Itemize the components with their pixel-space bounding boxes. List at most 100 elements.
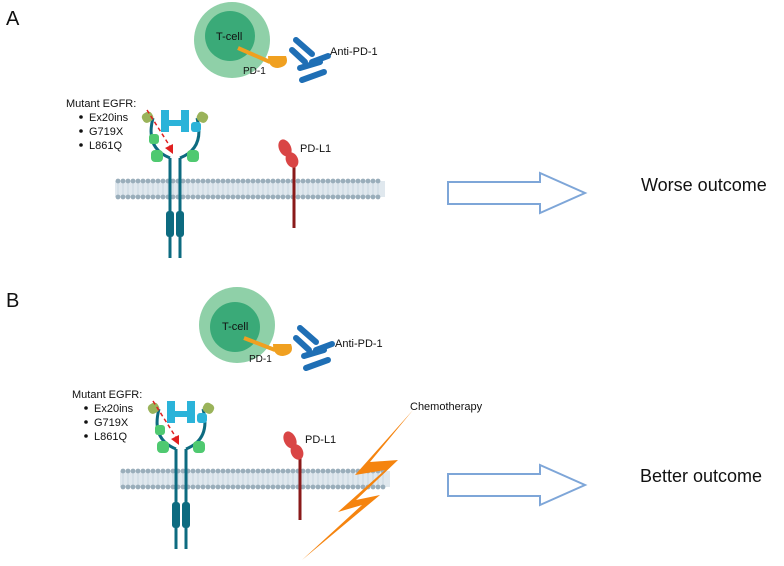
pd-l1-head-lower [290, 444, 304, 460]
lipid-head [230, 468, 236, 474]
lipid-head [190, 484, 196, 490]
lipid-head [340, 178, 346, 184]
lipid-head [360, 178, 366, 184]
lipid-head [115, 194, 121, 200]
lipid-head [260, 178, 266, 184]
lipid-head [320, 468, 326, 474]
bullet [84, 406, 88, 410]
pd-l1-head-upper [283, 431, 297, 449]
lipid-head [340, 484, 346, 490]
egfr-kinase-domain [182, 502, 190, 528]
lipid-head [320, 484, 326, 490]
chemotherapy-label: Chemotherapy [410, 401, 483, 413]
lipid-head [220, 178, 226, 184]
lipid-head [275, 178, 281, 184]
lipid-head [330, 484, 336, 490]
lipid-head [135, 178, 141, 184]
lipid-head [205, 194, 211, 200]
lipid-head [280, 194, 286, 200]
lipid-head [335, 178, 341, 184]
lipid-head [270, 194, 276, 200]
lipid-head [125, 194, 131, 200]
lipid-head [350, 178, 356, 184]
lipid-head [220, 194, 226, 200]
lipid-head [125, 178, 131, 184]
egfr-dimerization-domain [167, 401, 195, 423]
lipid-head [370, 484, 376, 490]
lipid-head [335, 194, 341, 200]
lipid-head [215, 194, 221, 200]
lipid-head [220, 484, 226, 490]
antibody-arm-upper [289, 47, 308, 65]
lipid-head [265, 484, 271, 490]
pd1-receptor: PD-1 [243, 336, 292, 365]
egfr-domain [191, 122, 201, 132]
lipid-head [170, 178, 176, 184]
lipid-head [245, 468, 251, 474]
bullet [79, 115, 83, 119]
anti-pd1-antibody [289, 37, 331, 83]
outcome-label: Worse outcome [641, 175, 767, 195]
lipid-head [375, 178, 381, 184]
lipid-head [265, 468, 271, 474]
lipid-head [255, 484, 261, 490]
lipid-head [190, 468, 196, 474]
lipid-head [160, 484, 166, 490]
egfr-kinase-domain [172, 502, 180, 528]
lipid-head [130, 178, 136, 184]
lipid-head [240, 194, 246, 200]
lipid-head [230, 484, 236, 490]
lipid-head [375, 194, 381, 200]
lipid-head [330, 194, 336, 200]
lipid-head [335, 484, 341, 490]
anti-pd1-label: Anti-PD-1 [330, 46, 378, 58]
lipid-head [365, 194, 371, 200]
egfr-domain [197, 413, 207, 423]
lipid-head [275, 484, 281, 490]
lipid-head [260, 468, 266, 474]
lipid-head [145, 178, 151, 184]
lipid-head [365, 178, 371, 184]
lipid-head [210, 484, 216, 490]
lipid-head [315, 194, 321, 200]
lipid-head [165, 484, 171, 490]
lipid-head [285, 178, 291, 184]
lipid-head [140, 194, 146, 200]
antibody-arm-upper-outer [297, 325, 319, 345]
lipid-head [125, 468, 131, 474]
panel-letter: B [6, 290, 19, 312]
pd1-stalk [243, 336, 276, 352]
lipid-head [200, 484, 206, 490]
panel-letter: A [6, 8, 20, 30]
lipid-head [195, 178, 201, 184]
lipid-head [190, 178, 196, 184]
lipid-head [305, 468, 311, 474]
lipid-head [155, 194, 161, 200]
lipid-head [280, 484, 286, 490]
lipid-head [195, 194, 201, 200]
lipid-head [350, 468, 356, 474]
lipid-head [305, 484, 311, 490]
membrane-core [120, 471, 390, 487]
lipid-head [350, 194, 356, 200]
mutation-item: G719X [89, 126, 124, 138]
mutant-egfr-title: Mutant EGFR: [72, 389, 142, 401]
lipid-head [170, 484, 176, 490]
lipid-head [260, 194, 266, 200]
lipid-head [345, 484, 351, 490]
chemotherapy: Chemotherapy [302, 401, 483, 560]
antibody-stem [309, 53, 331, 65]
lipid-head [345, 468, 351, 474]
lipid-head [185, 178, 191, 184]
lipid-head [145, 194, 151, 200]
lipid-head [120, 178, 126, 184]
antibody-arm-upper-outer [293, 37, 315, 57]
lipid-head [305, 178, 311, 184]
pd-l1: PD-L1 [283, 431, 336, 520]
egfr-dimer [141, 109, 209, 258]
lipid-head [160, 468, 166, 474]
lipid-head [155, 468, 161, 474]
lipid-head [255, 468, 261, 474]
lipid-head [345, 178, 351, 184]
lipid-head [305, 194, 311, 200]
